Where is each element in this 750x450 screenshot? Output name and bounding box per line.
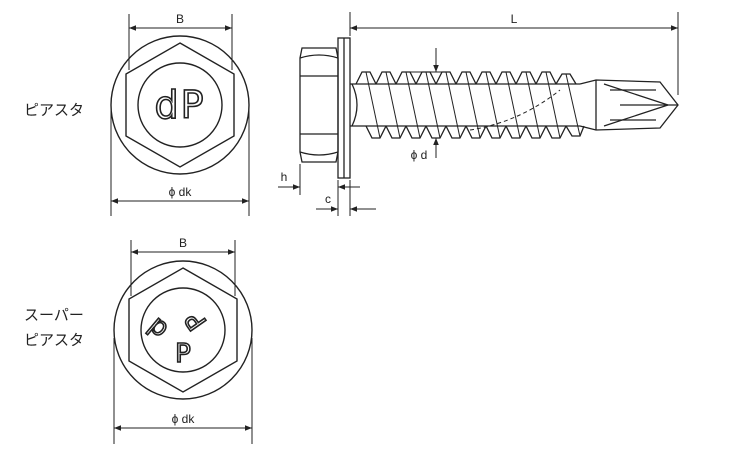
dim-l-label: L [511,12,518,26]
bottom-inner-circle [140,287,226,373]
bottom-dim-b-label: B [179,236,187,250]
top-dim-b-label: B [176,12,184,26]
thread-crests [355,71,585,139]
dim-h-label: h [281,170,288,184]
top-mark-text: dP [154,83,205,127]
bottom-dim-b [130,240,236,296]
thread-flanks [365,71,581,139]
top-product-name: ピアスタ [24,101,85,119]
top-dim-dk [110,110,250,216]
bottom-hex-outline [128,267,238,393]
bottom-product-name-line1: スーパー [24,306,84,324]
screw-side-view [299,37,679,179]
bottom-mark-letter-3: P [175,339,191,369]
bottom-washer-circle [113,260,253,400]
hex-head [299,47,339,163]
dim-d [406,48,444,158]
top-dim-dk-label: ϕ dk [169,185,193,199]
dim-d-label: ϕ d [411,148,428,162]
top-washer-circle [110,35,250,175]
dim-c [316,180,376,216]
top-head-mark: dP [154,82,205,128]
bottom-product-name-line2: ピアスタ [24,331,85,349]
dim-c-label: c [325,192,331,206]
dim-h [278,164,360,195]
top-dim-b [128,14,233,70]
bottom-mark-letter-2: P [180,306,214,336]
bottom-dim-dk-label: ϕ dk [172,412,196,426]
bottom-dim-dk [113,338,253,444]
top-hex-outline [125,42,235,168]
bottom-mark-letter-1: d [142,311,174,345]
top-head-view [110,35,250,175]
dim-l [349,12,679,95]
top-inner-circle [137,62,223,148]
bottom-head-view [113,260,253,400]
